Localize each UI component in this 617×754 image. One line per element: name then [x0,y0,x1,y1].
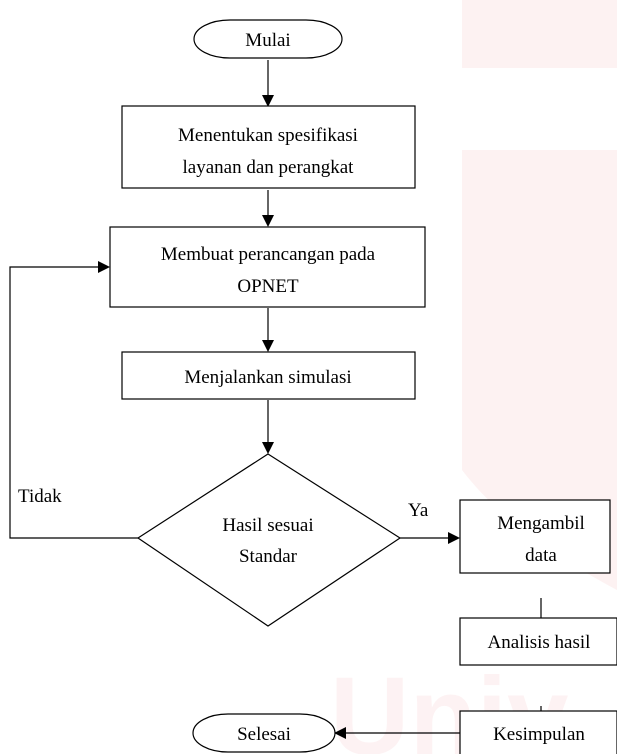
decision-label-line1: Hasil sesuai [222,515,313,536]
design-label-line2: OPNET [237,276,299,297]
spec-process-node: Menentukan spesifikasi layanan dan peran… [121,105,416,189]
end-label: Selesai [237,724,291,745]
collect-process-node: Mengambil data [459,499,611,574]
decision-label-line2: Standar [239,546,298,567]
conclude-label: Kesimpulan [493,724,585,745]
conclude-process-node: Kesimpulan [459,710,617,754]
analyze-label: Analisis hasil [488,632,591,653]
collect-label-line1: Mengambil [497,513,585,534]
yes-label: Ya [408,500,429,521]
collect-label-line2: data [525,545,557,566]
spec-label-line2: layanan dan perangkat [183,157,355,178]
start-node: Mulai [193,19,343,59]
edge-decision-no-loop [9,261,138,539]
decision-node: Hasil sesuai Standar [136,453,402,627]
design-process-node: Membuat perancangan pada OPNET [109,226,426,308]
end-node: Selesai [192,713,336,753]
watermark: Univ [330,0,617,754]
no-label: Tidak [18,486,62,507]
design-label-line1: Membuat perancangan pada [161,244,376,265]
spec-label-line1: Menentukan spesifikasi [178,125,358,146]
start-label: Mulai [245,30,290,51]
simulate-label: Menjalankan simulasi [184,367,351,388]
connectors [9,60,547,739]
simulate-process-node: Menjalankan simulasi [121,351,416,400]
analyze-process-node: Analisis hasil [459,617,617,666]
